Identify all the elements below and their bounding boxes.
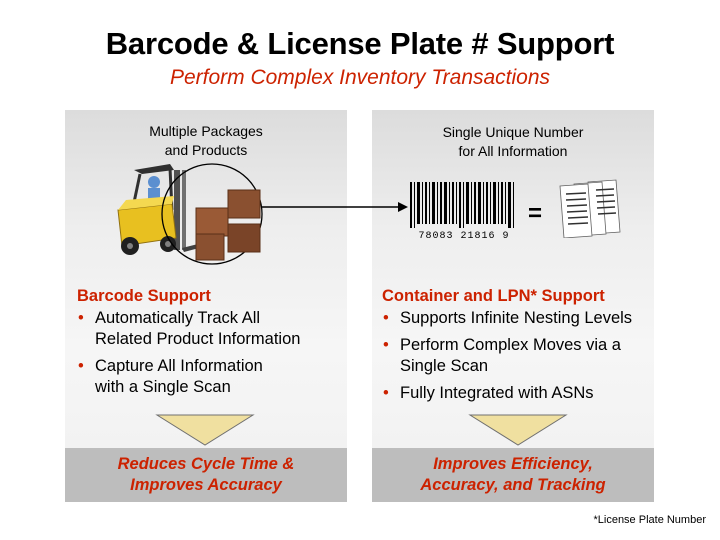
down-arrow-icon: [155, 414, 255, 446]
result-text: Improves Efficiency, Accuracy, and Track…: [420, 455, 606, 494]
list-item: • Capture All Information with a Single …: [78, 357, 263, 396]
lpn-bullet-list: • Supports Infinite Nesting Levels • Per…: [382, 308, 632, 410]
lpn-support-heading: Container and LPN* Support: [382, 287, 605, 305]
bullet-icon: •: [78, 357, 84, 375]
bullet-icon: •: [383, 309, 389, 327]
result-text: Reduces Cycle Time & Improves Accuracy: [117, 455, 295, 494]
barcode-icon: 78083 21816 9: [410, 182, 514, 242]
connector-arrow-icon: [262, 202, 408, 212]
footnote: *License Plate Number: [593, 514, 706, 526]
forklift-icon: [117, 163, 263, 265]
bullet-icon: •: [78, 309, 84, 327]
packages-icon: [195, 189, 261, 261]
barcode-support-heading: Barcode Support: [77, 287, 211, 305]
list-item: • Automatically Track All Related Produc…: [78, 309, 301, 348]
barcode-digits: 78083 21816 9: [418, 231, 509, 242]
list-item: • Perform Complex Moves via a Single Sca…: [383, 336, 621, 375]
caption-line: Multiple Packages: [149, 123, 263, 139]
panel-upper: [372, 110, 654, 450]
page-title: Barcode & License Plate # Support: [105, 26, 615, 61]
barcode-bullet-list: • Automatically Track All Related Produc…: [77, 308, 300, 404]
down-arrow-icon: [468, 414, 568, 446]
list-item: • Supports Infinite Nesting Levels: [383, 309, 633, 327]
unique-number-caption: Single Unique Number for All Information: [372, 123, 654, 161]
barcode-support-panel: Multiple Packages and Products Barcode S…: [65, 110, 347, 502]
bullet-icon: •: [383, 384, 389, 402]
page-subtitle: Perform Complex Inventory Transactions: [169, 66, 551, 89]
equals-sign: =: [528, 200, 543, 227]
panel-lower: [65, 448, 347, 502]
documents-icon: [559, 179, 621, 238]
caption-line: for All Information: [458, 143, 568, 159]
panel-lower: [372, 448, 654, 502]
caption-line: Single Unique Number: [442, 124, 584, 140]
bullet-icon: •: [383, 336, 389, 354]
caption-line: and Products: [164, 142, 248, 158]
panel-upper: [65, 110, 347, 450]
packages-caption: Multiple Packages and Products: [65, 122, 347, 160]
lpn-support-panel: Single Unique Number for All Information…: [372, 110, 654, 502]
list-item: • Fully Integrated with ASNs: [383, 384, 594, 402]
